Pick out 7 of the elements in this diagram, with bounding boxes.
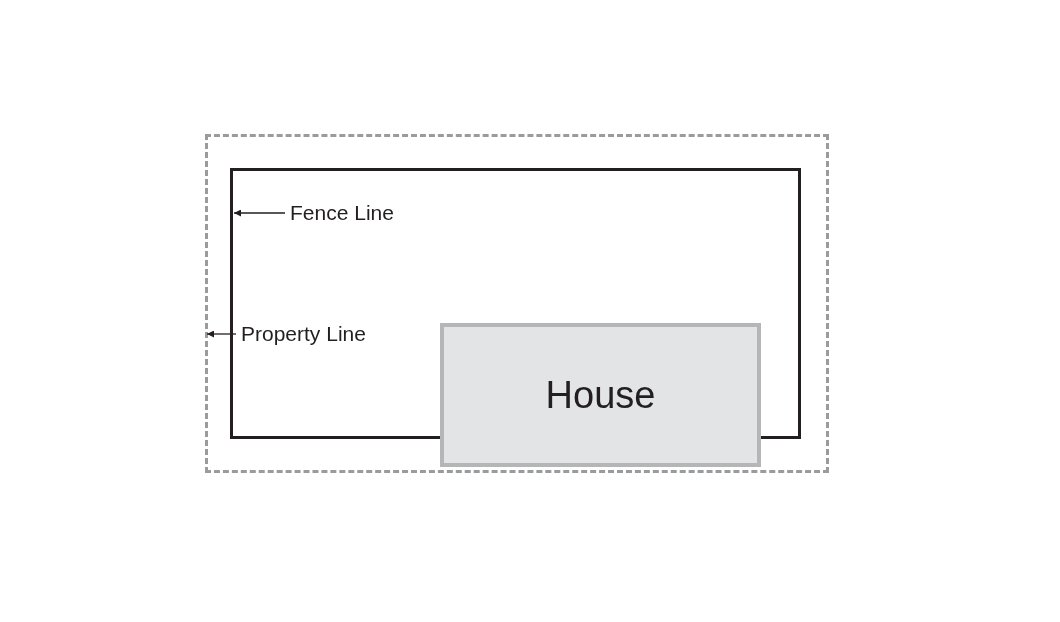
leader-line — [206, 330, 237, 338]
house-box — [440, 323, 761, 467]
callout-label: Property Line — [241, 322, 366, 346]
callout-label: Fence Line — [290, 201, 394, 225]
house-label: House — [545, 373, 656, 417]
property-line-boundary — [205, 134, 829, 473]
leader-line — [233, 209, 286, 217]
